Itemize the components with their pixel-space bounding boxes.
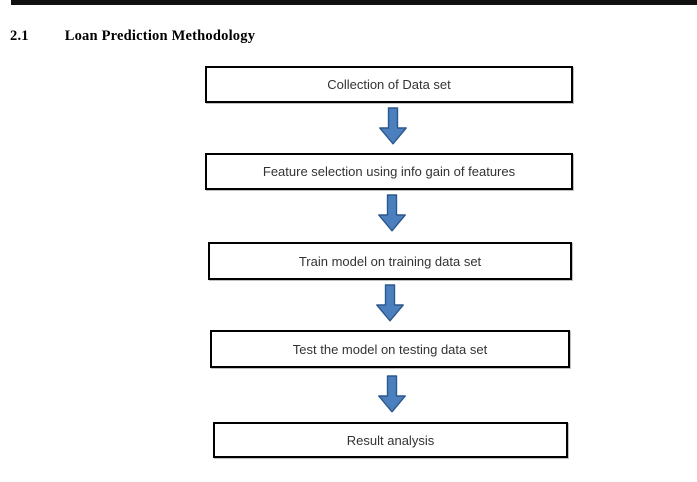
flowchart-step-label: Feature selection using info gain of fea…	[262, 164, 516, 179]
flowchart-step-test-model: Test the model on testing data set	[210, 330, 570, 368]
section-heading: 2.1 Loan Prediction Methodology	[10, 28, 255, 45]
flowchart-step-label: Test the model on testing data set	[292, 341, 488, 357]
down-arrow-icon	[378, 375, 406, 413]
down-arrow-icon	[376, 284, 404, 322]
section-number: 2.1	[10, 28, 29, 44]
flowchart-step-collection: Collection of Data set	[205, 66, 573, 103]
flowchart-step-result-analysis: Result analysis	[213, 422, 568, 458]
section-title: Loan Prediction Methodology	[64, 28, 256, 44]
flowchart-step-label: Result analysis	[346, 432, 435, 448]
page-header-rule	[11, 0, 697, 5]
flowchart-step-feature-selection: Feature selection using info gain of fea…	[205, 153, 573, 190]
down-arrow-icon	[379, 107, 407, 145]
flowchart-step-label: Collection of Data set	[327, 77, 451, 92]
flowchart-step-label: Train model on training data set	[298, 253, 482, 269]
flowchart-step-train-model: Train model on training data set	[208, 242, 572, 280]
down-arrow-icon	[378, 194, 406, 232]
